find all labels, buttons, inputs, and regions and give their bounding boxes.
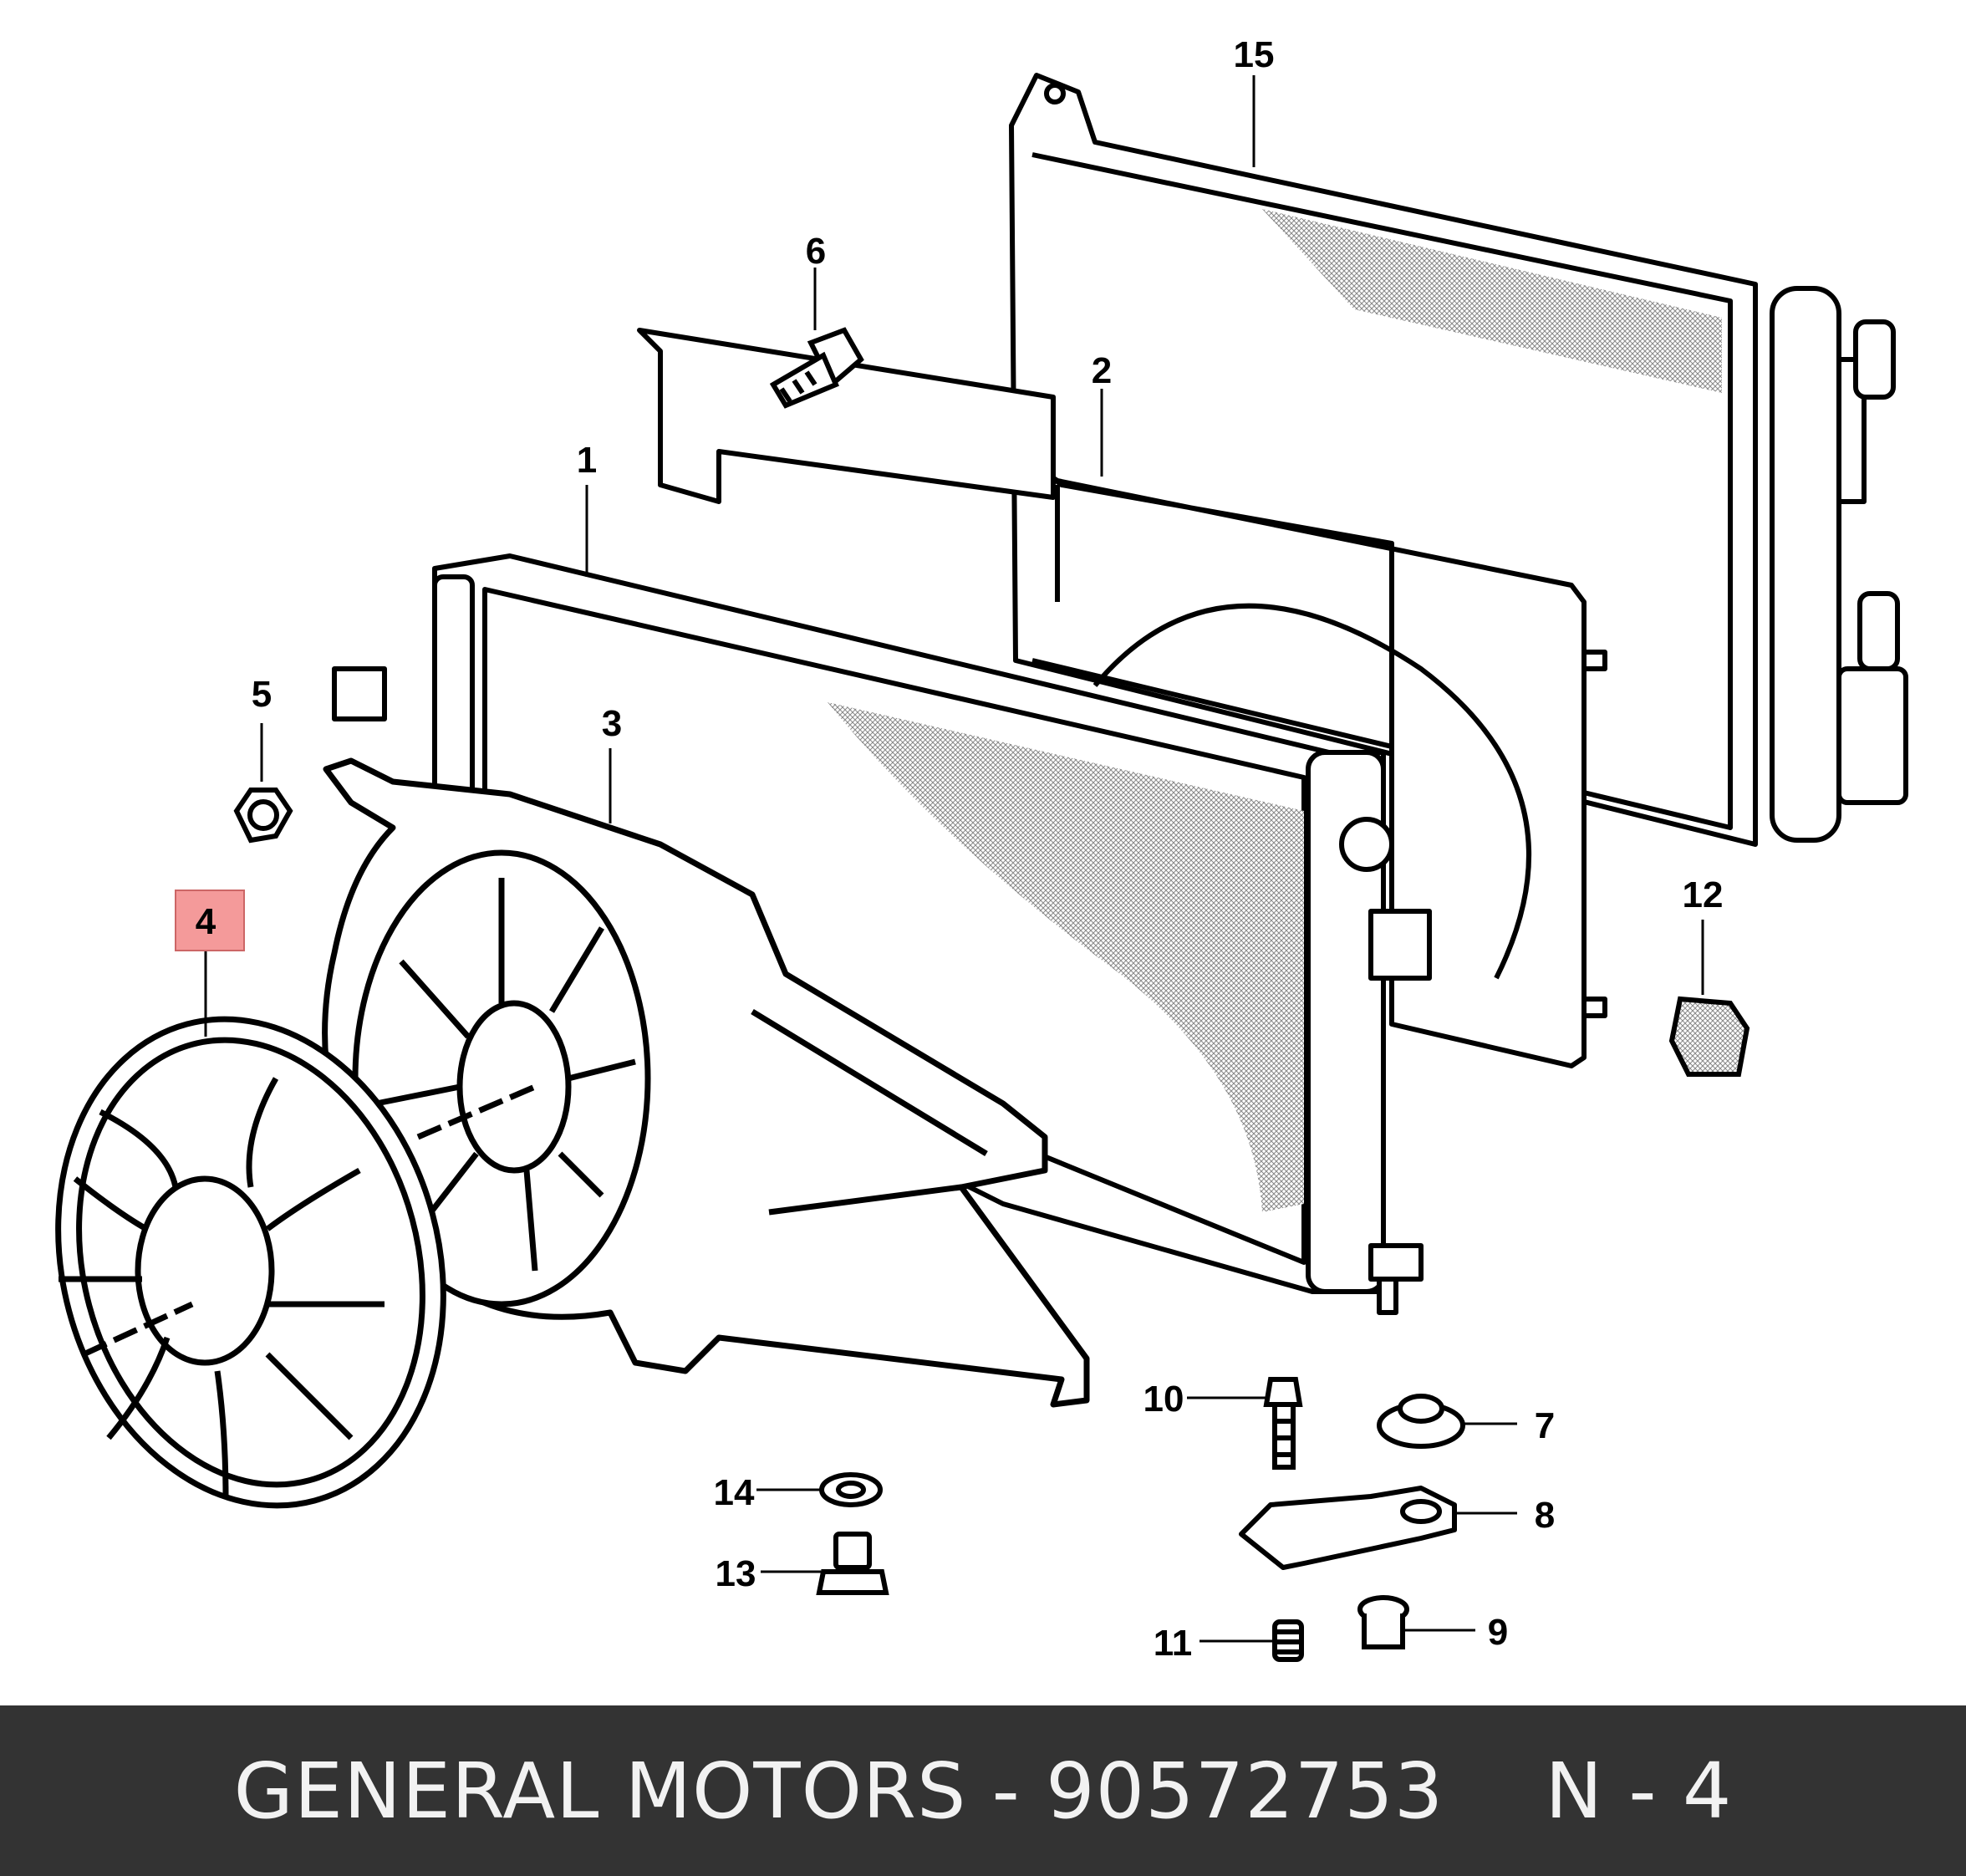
callout-labels: 15 6 2 1 5 3 4 12 10 7 8 9 11 14 13 bbox=[196, 34, 1724, 1664]
footer-part-number: 90572753 bbox=[1046, 1746, 1444, 1836]
callout-14: 14 bbox=[714, 1472, 755, 1513]
callout-12: 12 bbox=[1683, 874, 1724, 915]
leader-lines bbox=[204, 75, 1704, 1643]
fan-shroud-plate-part-2 bbox=[1042, 470, 1607, 1068]
mount-part-12 bbox=[1668, 996, 1750, 1077]
bolt-part-6 bbox=[769, 327, 864, 409]
highlight-box-part-4 bbox=[175, 890, 245, 951]
callout-8: 8 bbox=[1535, 1495, 1555, 1536]
bracket-part-8 bbox=[1239, 1486, 1457, 1570]
callout-10: 10 bbox=[1143, 1379, 1184, 1420]
footer-suffix: N - 4 bbox=[1545, 1746, 1733, 1836]
part-number-footer: GENERAL MOTORS - 90572753 N - 4 bbox=[0, 1705, 1966, 1876]
callout-11: 11 bbox=[1154, 1623, 1193, 1664]
callout-3: 3 bbox=[602, 703, 622, 744]
stud-part-11 bbox=[1272, 1619, 1304, 1662]
bolt-part-10 bbox=[1263, 1377, 1303, 1470]
callout-15: 15 bbox=[1234, 34, 1275, 75]
callout-13: 13 bbox=[716, 1553, 756, 1594]
footer-brand: GENERAL MOTORS bbox=[233, 1746, 967, 1836]
grommet-part-7 bbox=[1377, 1394, 1465, 1449]
callout-4: 4 bbox=[196, 901, 216, 942]
callout-6: 6 bbox=[806, 231, 826, 272]
exploded-parts-diagram: 15 6 2 1 5 3 4 12 10 7 8 9 11 14 13 bbox=[55, 34, 1908, 1664]
callout-7: 7 bbox=[1535, 1405, 1555, 1446]
nut-part-5 bbox=[233, 788, 293, 844]
callout-9: 9 bbox=[1488, 1612, 1508, 1653]
washer-part-14 bbox=[819, 1472, 883, 1507]
callout-1: 1 bbox=[577, 440, 597, 481]
callout-5: 5 bbox=[252, 674, 272, 715]
cooling-fan-part-4 bbox=[55, 1016, 446, 1509]
plug-part-9 bbox=[1357, 1595, 1409, 1649]
callout-2: 2 bbox=[1092, 350, 1112, 391]
footer-gap bbox=[1444, 1746, 1545, 1836]
drain-plug-part-13 bbox=[816, 1532, 889, 1595]
footer-separator: - bbox=[966, 1746, 1047, 1836]
